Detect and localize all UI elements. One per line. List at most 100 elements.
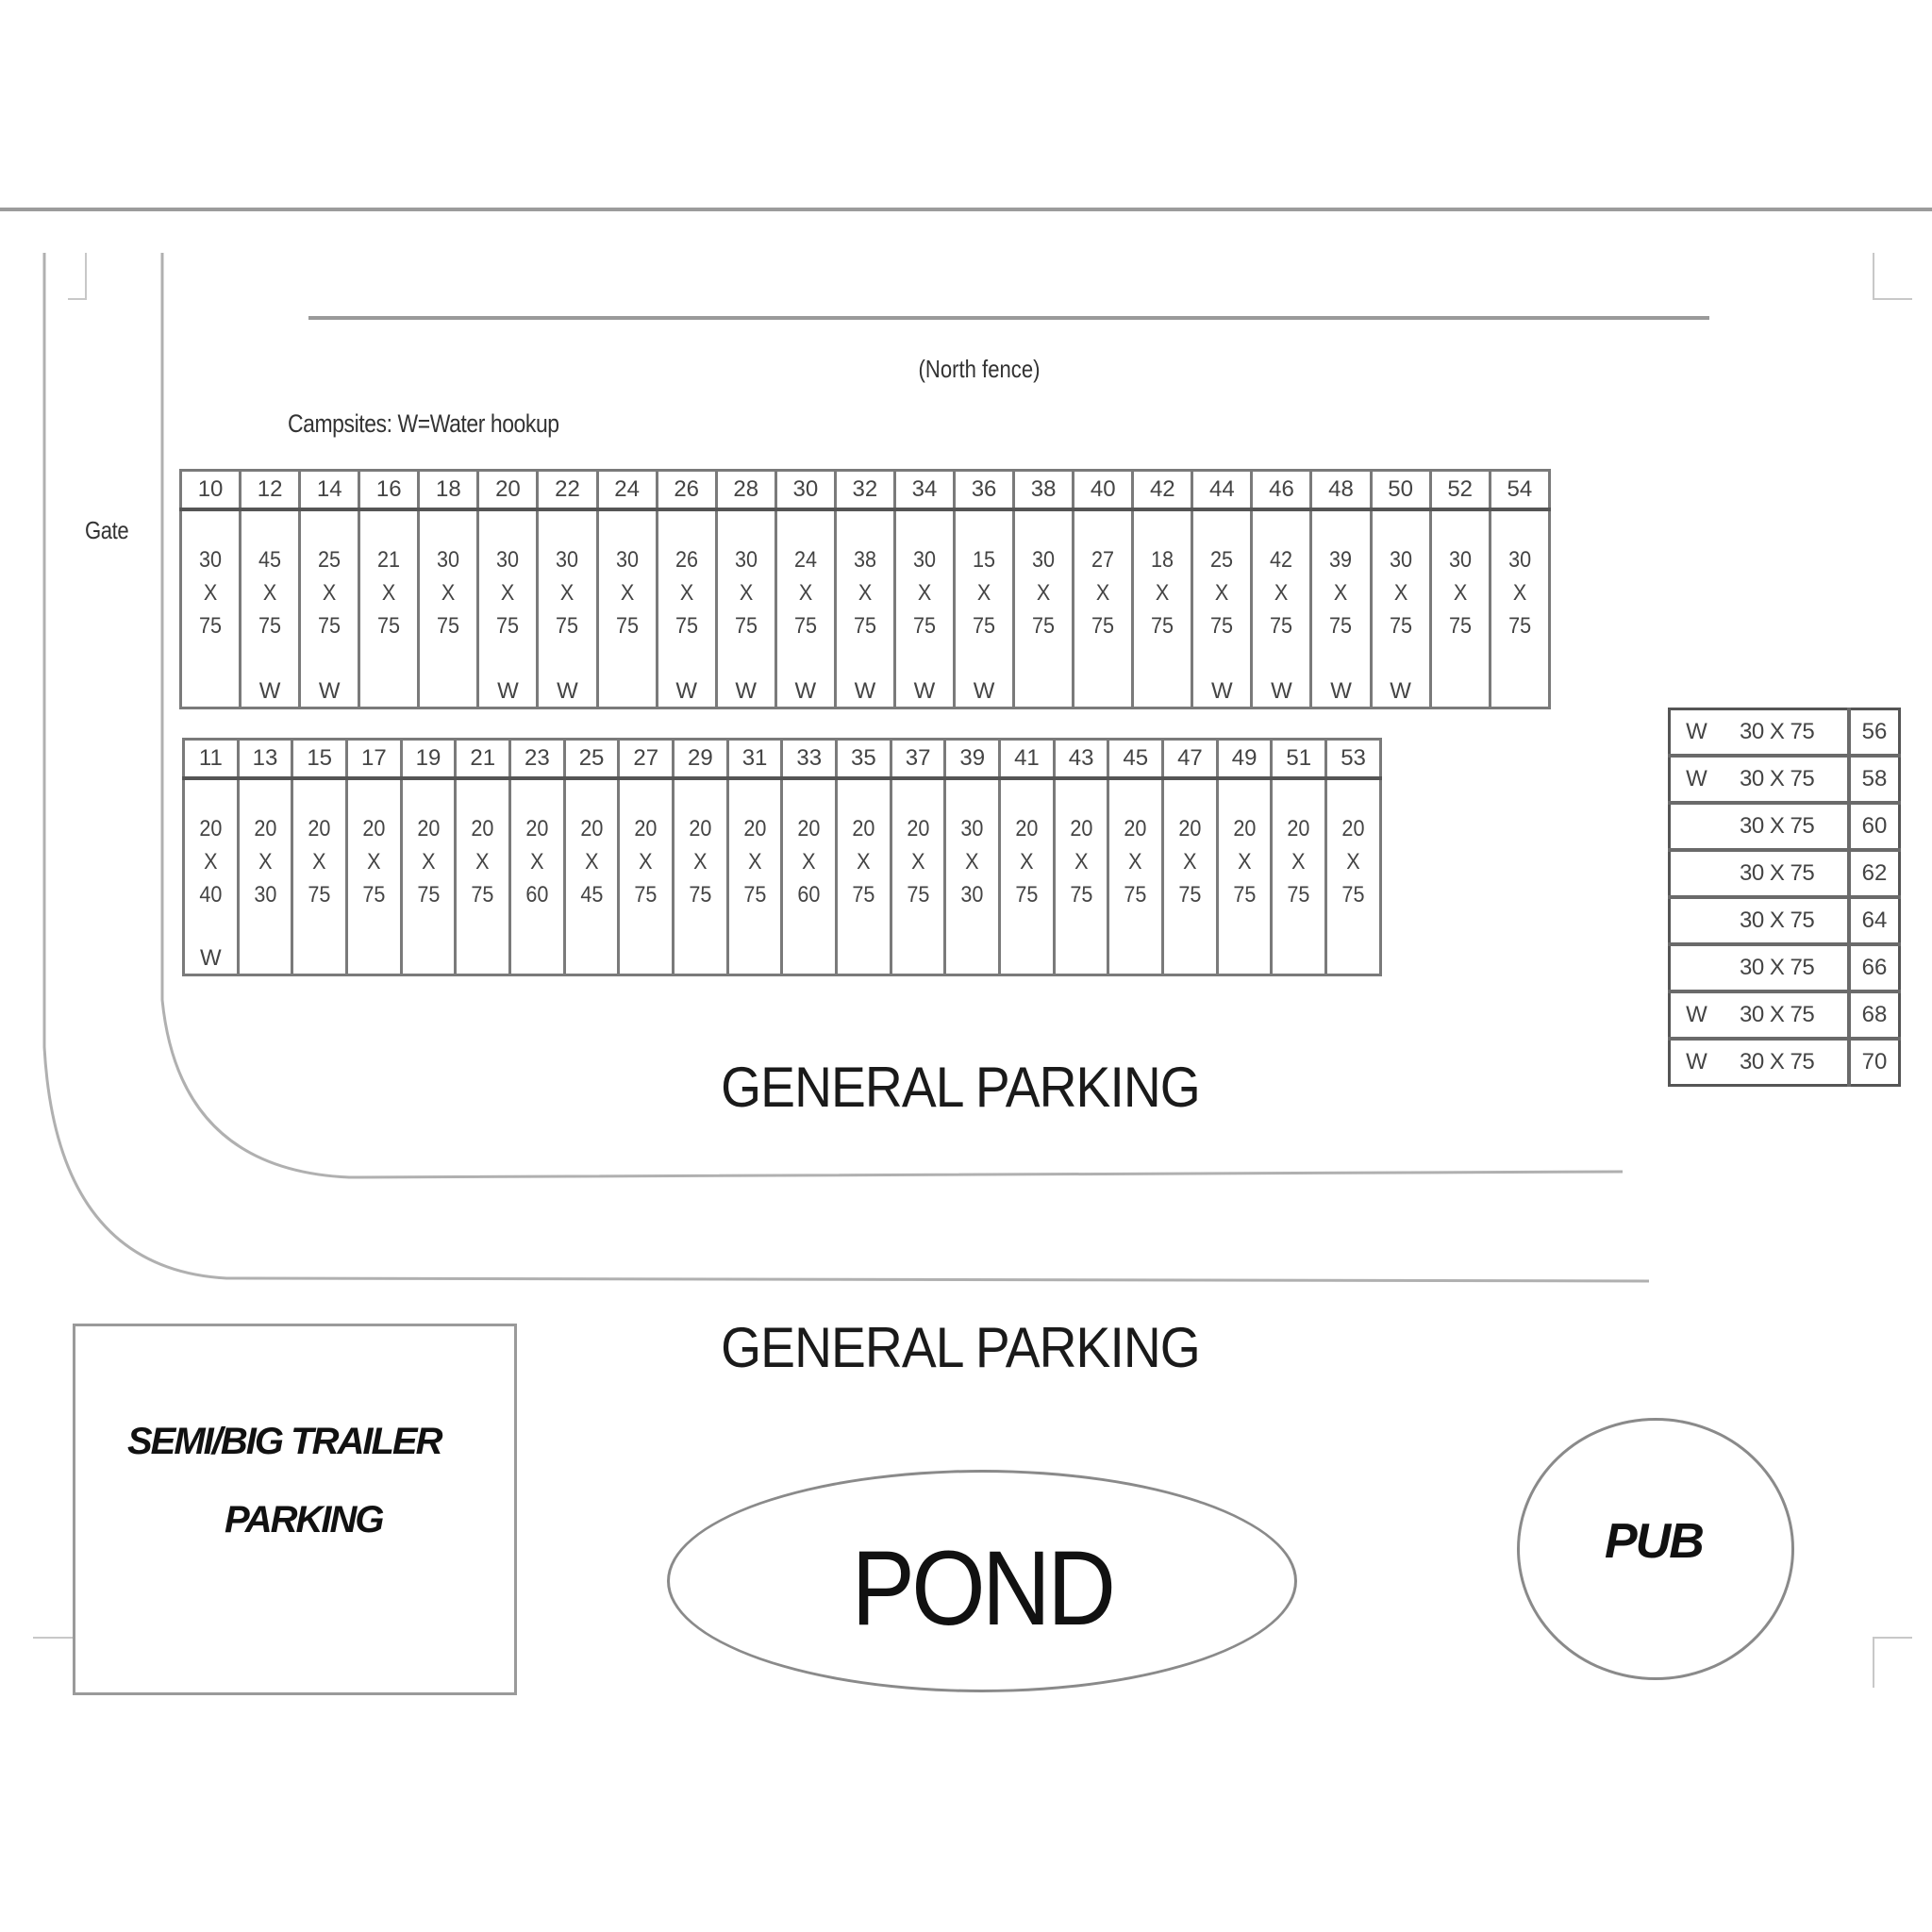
water-hookup-marker: W: [973, 678, 995, 704]
x-separator: X: [976, 580, 991, 606]
campsite-number: 68: [1847, 989, 1900, 1039]
campsite-width: 20: [308, 816, 331, 841]
campsite-width: 20: [743, 816, 767, 841]
x-separator: X: [1096, 580, 1110, 606]
campsite-number: 30: [774, 469, 837, 511]
campsite-number: 54: [1488, 469, 1552, 511]
x-separator: X: [203, 580, 218, 606]
campsite-length: 75: [417, 882, 441, 908]
water-hookup-marker: W: [318, 678, 341, 704]
campsite-number: 33: [780, 738, 839, 780]
x-separator: X: [798, 580, 813, 606]
campsite-length: 60: [525, 882, 549, 908]
campsite-width: 20: [417, 816, 441, 841]
water-hookup-marker: W: [735, 678, 758, 704]
water-hookup-marker: W: [1669, 753, 1723, 803]
x-separator: X: [1215, 580, 1229, 606]
x-separator: X: [1346, 849, 1360, 874]
campsite-number: 39: [943, 738, 1002, 780]
x-separator: X: [739, 580, 753, 606]
campsite-length: 75: [1341, 882, 1365, 908]
x-separator: X: [204, 849, 218, 874]
x-separator: X: [312, 849, 326, 874]
campsite-length: 75: [853, 613, 876, 639]
x-separator: X: [421, 849, 436, 874]
page-top-border: [0, 208, 1932, 211]
campsite-number: 10: [178, 469, 242, 511]
water-hookup-marker: W: [1669, 989, 1723, 1039]
x-separator: X: [584, 849, 599, 874]
campsite-width: 18: [1151, 547, 1174, 573]
x-separator: X: [367, 849, 381, 874]
campsite-number: 35: [835, 738, 892, 780]
campsite-number: 41: [998, 738, 1056, 780]
campsite-length: 75: [852, 882, 875, 908]
water-hookup-marker: W: [854, 678, 876, 704]
campsite-width: 20: [852, 816, 875, 841]
